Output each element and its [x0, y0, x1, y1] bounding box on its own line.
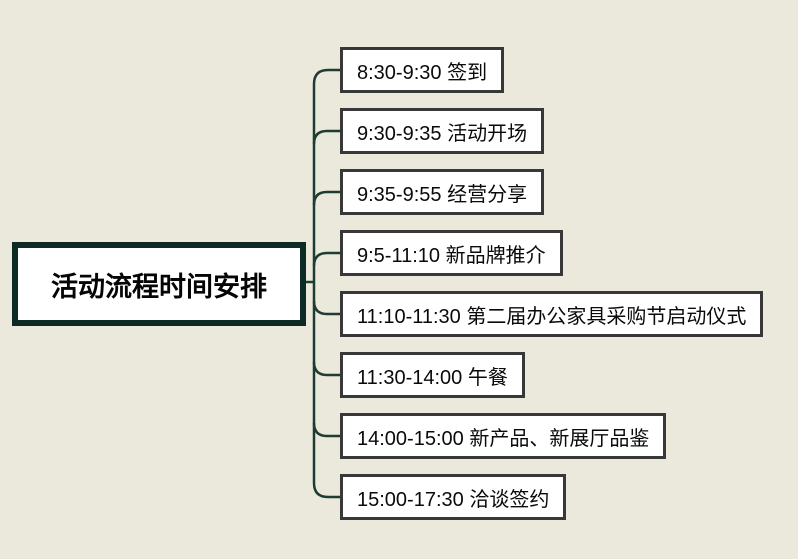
connector-branch-4 — [312, 251, 340, 267]
connector-branch-6 — [312, 361, 340, 377]
branch-node-label: 11:10-11:30 第二届办公家具采购节启动仪式 — [357, 305, 747, 328]
branch-node-product-tasting[interactable]: 14:00-15:00 新产品、新展厅品鉴 — [340, 413, 667, 459]
connector-branch-3 — [312, 190, 340, 206]
branch-node-opening[interactable]: 9:30-9:35 活动开场 — [340, 108, 545, 154]
connector-branch-2 — [312, 129, 340, 145]
branch-node-brand-promotion[interactable]: 9:5-11:10 新品牌推介 — [340, 230, 563, 276]
branch-node-negotiation-signing[interactable]: 15:00-17:30 洽谈签约 — [340, 474, 567, 520]
connector-branch-7 — [312, 422, 340, 438]
branch-node-label: 8:30-9:30 签到 — [357, 61, 488, 84]
branch-node-lunch[interactable]: 11:30-14:00 午餐 — [340, 352, 525, 398]
branch-node-label: 15:00-17:30 洽谈签约 — [357, 488, 550, 511]
connector-branch-5 — [312, 300, 340, 316]
branch-node-launch-ceremony[interactable]: 11:10-11:30 第二届办公家具采购节启动仪式 — [340, 291, 764, 337]
root-node[interactable]: 活动流程时间安排 — [12, 242, 306, 326]
branch-node-label: 9:5-11:10 新品牌推介 — [357, 244, 546, 267]
branch-node-signin[interactable]: 8:30-9:30 签到 — [340, 47, 505, 93]
branch-node-business-sharing[interactable]: 9:35-9:55 经营分享 — [340, 169, 545, 215]
branch-node-label: 11:30-14:00 午餐 — [357, 366, 508, 389]
branch-node-label: 9:30-9:35 活动开场 — [357, 122, 528, 145]
connector-trunk — [312, 68, 340, 499]
root-node-label: 活动流程时间安排 — [51, 271, 267, 302]
branch-node-label: 9:35-9:55 经营分享 — [357, 183, 528, 206]
branch-node-label: 14:00-15:00 新产品、新展厅品鉴 — [357, 427, 650, 450]
